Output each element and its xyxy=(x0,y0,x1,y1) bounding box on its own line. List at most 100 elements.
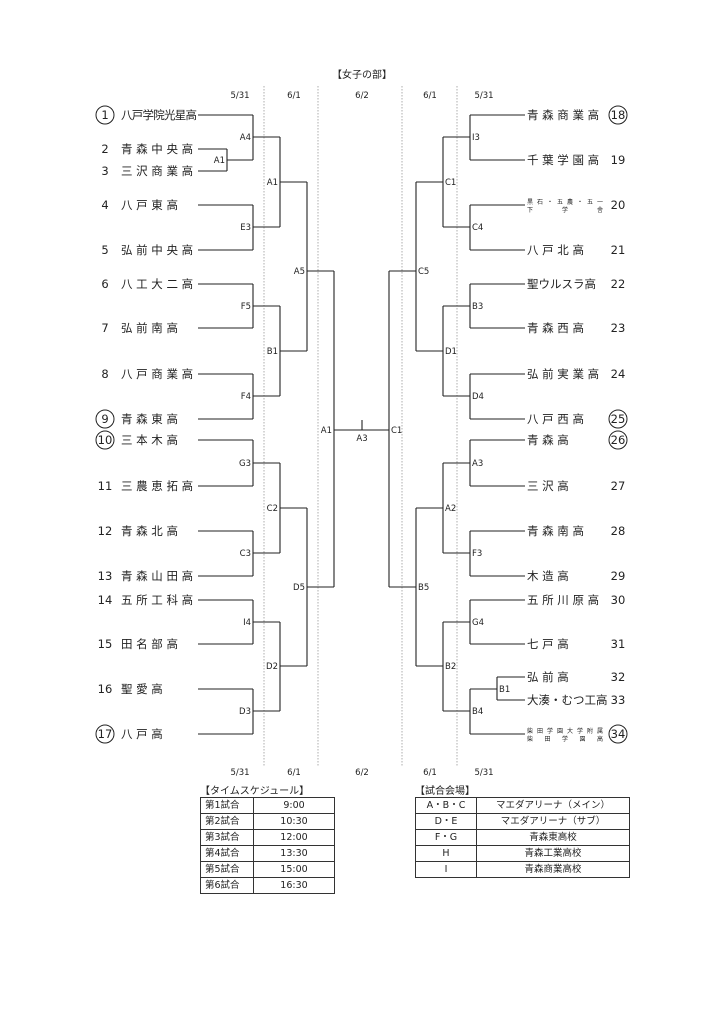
bracket-line xyxy=(252,689,280,734)
schedule-caption: 【タイムスケジュール】 xyxy=(200,786,310,797)
bracket-line xyxy=(252,600,280,644)
team-name: 八 戸 商 業 高 xyxy=(121,367,193,381)
seed-number: 33 xyxy=(611,693,626,707)
bracket-lines xyxy=(198,114,525,735)
team-name: 三 農 恵 拓 高 xyxy=(121,479,193,493)
seed-number: 4 xyxy=(101,198,108,212)
team-name: 五 所 川 原 高 xyxy=(527,593,599,607)
bracket-line xyxy=(416,306,444,396)
team-name: 青 森 山 田 高 xyxy=(121,569,193,583)
team-name: 三 沢 高 xyxy=(527,479,569,493)
bracket-line xyxy=(416,463,444,553)
team-name: 千 葉 学 園 高 xyxy=(527,153,599,167)
match-label: D4 xyxy=(472,392,484,402)
schedule-time: 12:00 xyxy=(253,829,335,846)
seed-circle xyxy=(95,430,115,450)
bracket-line xyxy=(252,374,280,419)
seed-number: 2 xyxy=(101,142,108,156)
match-label: A1 xyxy=(267,178,278,188)
bracket-line xyxy=(443,440,471,486)
seed-number: 30 xyxy=(611,593,626,607)
schedule-label: 第4試合 xyxy=(200,845,254,862)
match-label: A3 xyxy=(472,459,483,469)
team-name: 七 戸 高 xyxy=(527,637,569,651)
bracket-line xyxy=(443,689,471,734)
seed-number: 23 xyxy=(611,321,626,335)
date-label: 6/1 xyxy=(287,768,301,778)
team-name: 八 戸 北 高 xyxy=(527,243,584,257)
match-label: A1 xyxy=(214,156,225,166)
bracket-line xyxy=(306,508,334,666)
schedule-label: 第5試合 xyxy=(200,861,254,878)
team-name: 青 森 北 高 xyxy=(121,524,178,538)
seed-number: 34 xyxy=(611,727,626,741)
match-label: D1 xyxy=(445,347,457,357)
seed-number: 24 xyxy=(611,367,626,381)
seed-circle xyxy=(608,724,628,744)
match-label: F4 xyxy=(241,392,251,402)
date-label: 6/1 xyxy=(287,91,301,101)
bracket-title: 【女子の部】 xyxy=(332,68,392,81)
date-label: 5/31 xyxy=(230,768,249,778)
venue-name: 青森東高校 xyxy=(476,829,630,846)
match-label: C2 xyxy=(267,504,278,514)
bracket-line xyxy=(226,149,253,171)
date-label: 6/1 xyxy=(423,91,437,101)
venue-name: マエダアリーナ（メイン） xyxy=(476,797,630,814)
bracket-line xyxy=(362,271,390,587)
seed-number: 19 xyxy=(611,153,626,167)
team-name: 弘 前 高 xyxy=(527,670,569,684)
team-name: 田 名 部 高 xyxy=(121,637,178,651)
date-label: 5/31 xyxy=(474,91,493,101)
team-name: 聖 愛 高 xyxy=(121,682,163,696)
bracket-line xyxy=(306,182,334,351)
match-label: I4 xyxy=(243,618,251,628)
match-label: E3 xyxy=(240,223,251,233)
schedule-label: 第1試合 xyxy=(200,797,254,814)
date-label: 6/1 xyxy=(423,768,437,778)
seed-circle xyxy=(608,105,628,125)
venue-code: D・E xyxy=(415,813,477,830)
team-name: 黒石・五農・五一 xyxy=(527,198,603,206)
seed-number: 13 xyxy=(98,569,113,583)
team-name: 五 所 工 科 高 xyxy=(121,593,193,607)
schedule-label: 第6試合 xyxy=(200,877,254,894)
bracket-line xyxy=(443,600,471,644)
seed-number: 26 xyxy=(611,433,626,447)
bracket-line xyxy=(443,115,471,160)
bracket-line xyxy=(252,531,280,576)
team-name: 八 戸 高 xyxy=(121,727,163,741)
seed-circle xyxy=(95,724,115,744)
team-name: 聖ウルスラ高 xyxy=(527,277,596,291)
match-label: C5 xyxy=(418,267,429,277)
bracket-line xyxy=(443,284,471,328)
seed-circle xyxy=(95,409,115,429)
seed-number: 14 xyxy=(98,593,113,607)
venue-code: H xyxy=(415,845,477,862)
schedule-label: 第3試合 xyxy=(200,829,254,846)
seed-number: 25 xyxy=(611,412,626,426)
match-label: C3 xyxy=(240,549,251,559)
seed-number: 20 xyxy=(611,198,626,212)
match-label: D2 xyxy=(266,662,278,672)
team-name: 青 森 中 央 高 xyxy=(121,142,193,156)
match-label: G3 xyxy=(239,459,251,469)
match-label: C1 xyxy=(391,426,402,436)
venue-code: I xyxy=(415,861,477,878)
date-label: 6/2 xyxy=(355,768,369,778)
venue-name: 青森工業高校 xyxy=(476,845,630,862)
seed-number: 1 xyxy=(101,108,108,122)
match-label: A2 xyxy=(445,504,456,514)
schedule-time: 16:30 xyxy=(253,877,335,894)
team-name: 八 戸 東 高 xyxy=(121,198,178,212)
